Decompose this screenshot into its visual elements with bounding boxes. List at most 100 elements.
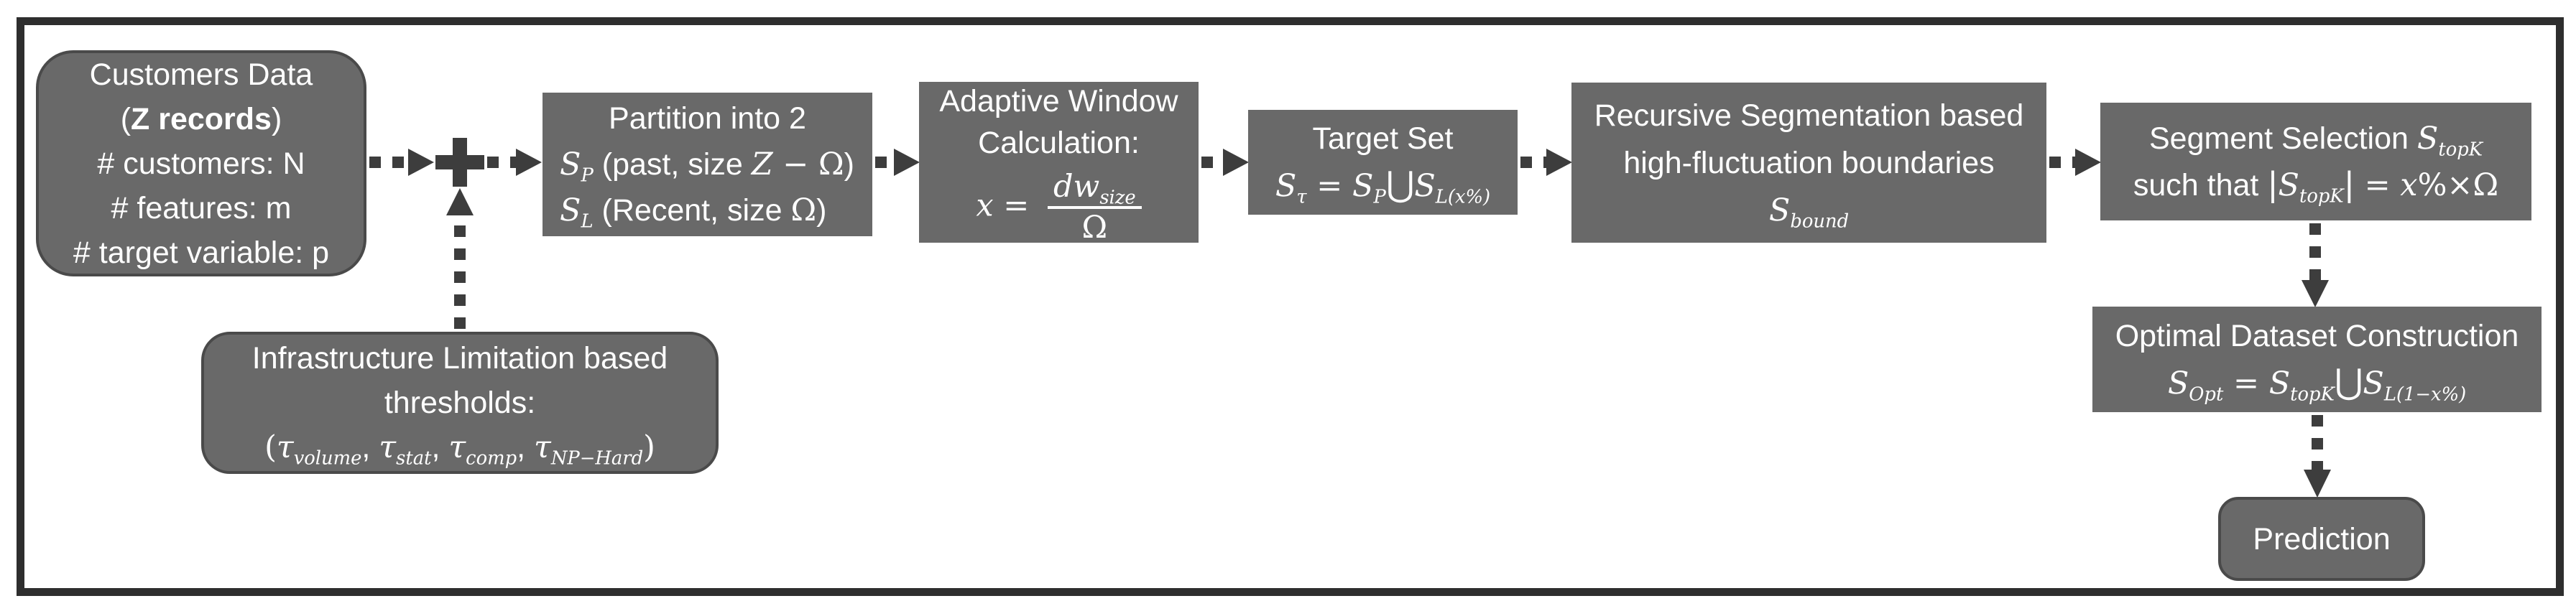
- s-l: S: [2363, 365, 2384, 401]
- s-p-sub: P: [1373, 186, 1386, 208]
- equals-sign: =: [2223, 365, 2269, 401]
- x-symbol: x: [976, 187, 994, 224]
- tau-volume: τ: [276, 429, 294, 465]
- arrow-target-to-recursive: [1520, 149, 1572, 176]
- recursive-formula: Sbound: [1769, 187, 1849, 234]
- omega-symbol: Ω: [818, 146, 844, 182]
- s-topk: S: [2268, 365, 2291, 401]
- union-symbol: ⋃: [1385, 164, 1415, 205]
- dw-sub: size: [1099, 187, 1136, 209]
- node-thresholds: Infrastructure Limitation based threshol…: [201, 332, 719, 474]
- s-l-sub: L(x%): [1435, 186, 1491, 208]
- segment-title-text: Segment Selection: [2148, 121, 2417, 156]
- target-set-title: Target Set: [1312, 121, 1454, 156]
- customers-data-title: Customers Data: [89, 57, 313, 92]
- fraction-denominator: Ω: [1081, 210, 1108, 246]
- node-optimal-dataset: Optimal Dataset Construction SOpt = Stop…: [2092, 307, 2542, 412]
- merge-plus-icon: [435, 138, 484, 187]
- paren-close: ): [816, 193, 827, 228]
- node-partition: Partition into 2 SP (past, size Z − Ω) S…: [543, 93, 872, 236]
- prediction-label: Prediction: [2253, 521, 2391, 556]
- s-bound-sub: bound: [1790, 210, 1850, 233]
- thresholds-line1: Infrastructure Limitation based: [251, 341, 668, 376]
- s-opt-sub: Opt: [2189, 383, 2224, 406]
- dw-symbol: dw: [1053, 168, 1100, 205]
- s-topk-sub: topK: [2438, 139, 2483, 161]
- recursive-line1: Recursive Segmentation based: [1594, 98, 2024, 133]
- x-symbol: x: [2400, 167, 2418, 203]
- partition-recent: SL (Recent, size Ω): [543, 187, 826, 233]
- segment-line1: Segment Selection StopK: [2149, 116, 2483, 162]
- equals-sign: =: [993, 187, 1039, 224]
- thresholds-formula: (τvolume, τstat, τcomp, τNP−Hard): [264, 425, 655, 470]
- s-l: S: [1414, 168, 1436, 204]
- recent-text: (Recent, size: [593, 193, 791, 228]
- z-symbol: Z: [751, 146, 773, 182]
- paren-close: ): [844, 147, 854, 182]
- arrow-adaptive-to-target: [1201, 149, 1249, 176]
- records-bold: Z records: [131, 101, 272, 136]
- s-l-sub: L(1−x%): [2383, 383, 2467, 406]
- features-count: # features: m: [111, 190, 292, 225]
- equals-sign: =: [2354, 167, 2401, 203]
- comma: ,: [361, 430, 379, 465]
- paren-open: (: [120, 101, 131, 136]
- tau-comp-sub: comp: [466, 447, 517, 470]
- tau-stat-sub: stat: [396, 447, 432, 470]
- s-topk2: S: [2278, 167, 2300, 203]
- paren-open: (: [264, 429, 277, 465]
- comma: ,: [431, 430, 449, 465]
- customers-data-records: (Z records): [121, 97, 282, 141]
- target-set-formula: Sτ = SP⋃SL(x%): [1275, 162, 1490, 209]
- optimal-title: Optimal Dataset Construction: [2115, 318, 2519, 353]
- node-target-set: Target Set Sτ = SP⋃SL(x%): [1248, 110, 1518, 215]
- paren-close: ): [643, 429, 655, 465]
- abs-bar-open: |: [2267, 164, 2279, 203]
- thresholds-line2: thresholds:: [384, 386, 536, 420]
- customers-count: # customers: N: [97, 146, 305, 181]
- fraction-numerator: dwsize: [1047, 168, 1142, 209]
- figure-border: [17, 17, 2564, 596]
- tau-comp: τ: [448, 429, 466, 465]
- abs-bar-close: |: [2343, 164, 2355, 203]
- omega-symbol: Ω: [790, 192, 817, 228]
- tau-sub: τ: [1296, 186, 1307, 208]
- segment-line2: such that |StopK| = x%×Ω: [2133, 162, 2498, 208]
- partition-past: SP (past, size Z − Ω): [543, 141, 854, 187]
- arrow-segment-to-optimal: [2302, 223, 2329, 307]
- arrow-merge-to-partition: [487, 149, 542, 176]
- adaptive-line1: Adaptive Window: [939, 83, 1178, 118]
- arrow-customers-to-merge: [369, 149, 434, 176]
- such-that-text: such that: [2133, 167, 2268, 202]
- tau-np-hard-sub: NP−Hard: [550, 447, 644, 470]
- recursive-line2: high-fluctuation boundaries: [1623, 145, 1995, 180]
- optimal-formula: SOpt = StopK⋃SL(1−x%): [2168, 359, 2466, 406]
- sp-sub: P: [581, 164, 594, 187]
- paren-close: ): [271, 101, 282, 136]
- node-recursive-segmentation: Recursive Segmentation based high-fluctu…: [1571, 83, 2046, 243]
- s-tau: S: [1275, 168, 1297, 204]
- arrow-thresholds-to-merge: [446, 188, 474, 329]
- adaptive-line2: Calculation:: [978, 125, 1140, 160]
- sp-symbol: S: [560, 146, 581, 182]
- percent-times-omega: %×Ω: [2417, 167, 2499, 203]
- union-symbol: ⋃: [2334, 361, 2363, 402]
- tau-volume-sub: volume: [293, 447, 362, 470]
- sl-sub: L: [581, 210, 594, 233]
- s-bound: S: [1768, 192, 1791, 228]
- tau-np-hard: τ: [534, 429, 551, 465]
- node-customers-data: Customers Data (Z records) # customers: …: [36, 50, 366, 276]
- s-opt: S: [2167, 365, 2189, 401]
- target-variable: # target variable: p: [73, 235, 330, 270]
- arrow-recursive-to-segment: [2049, 149, 2101, 176]
- s-topk-sub: topK: [2290, 383, 2335, 406]
- equals-sign: =: [1306, 168, 1352, 204]
- node-prediction: Prediction: [2218, 497, 2425, 581]
- comma: ,: [517, 430, 535, 465]
- s-p: S: [1352, 168, 1374, 204]
